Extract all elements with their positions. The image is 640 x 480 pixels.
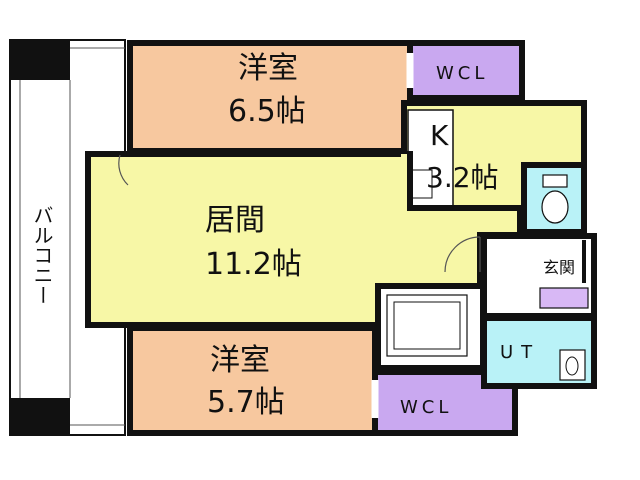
western-room-1-name: 洋室 [238,51,298,86]
entrance [481,233,597,319]
wcl-1-label: WCL [436,63,488,84]
western-room-2-name: 洋室 [210,343,270,378]
living-name: 居間 [205,203,265,238]
entrance-label: 玄関 [543,258,575,277]
bath [375,283,486,371]
door-swings [118,154,481,273]
western-room-1-size: 6.5帖 [228,94,306,129]
kitchen-name: K [430,119,449,152]
utility-room [481,315,597,389]
western-room-2 [127,325,378,436]
living-size: 11.2帖 [205,247,302,282]
wcl-1 [406,40,525,101]
balcony-label: バルコニー [30,205,54,305]
toilet-room [521,162,587,235]
utility-label: UT [500,342,540,363]
western-room-1 [127,40,413,154]
wcl-2-label: WCL [400,397,452,418]
kitchen-size: 3.2帖 [426,161,499,194]
western-room-2-size: 5.7帖 [207,385,285,420]
